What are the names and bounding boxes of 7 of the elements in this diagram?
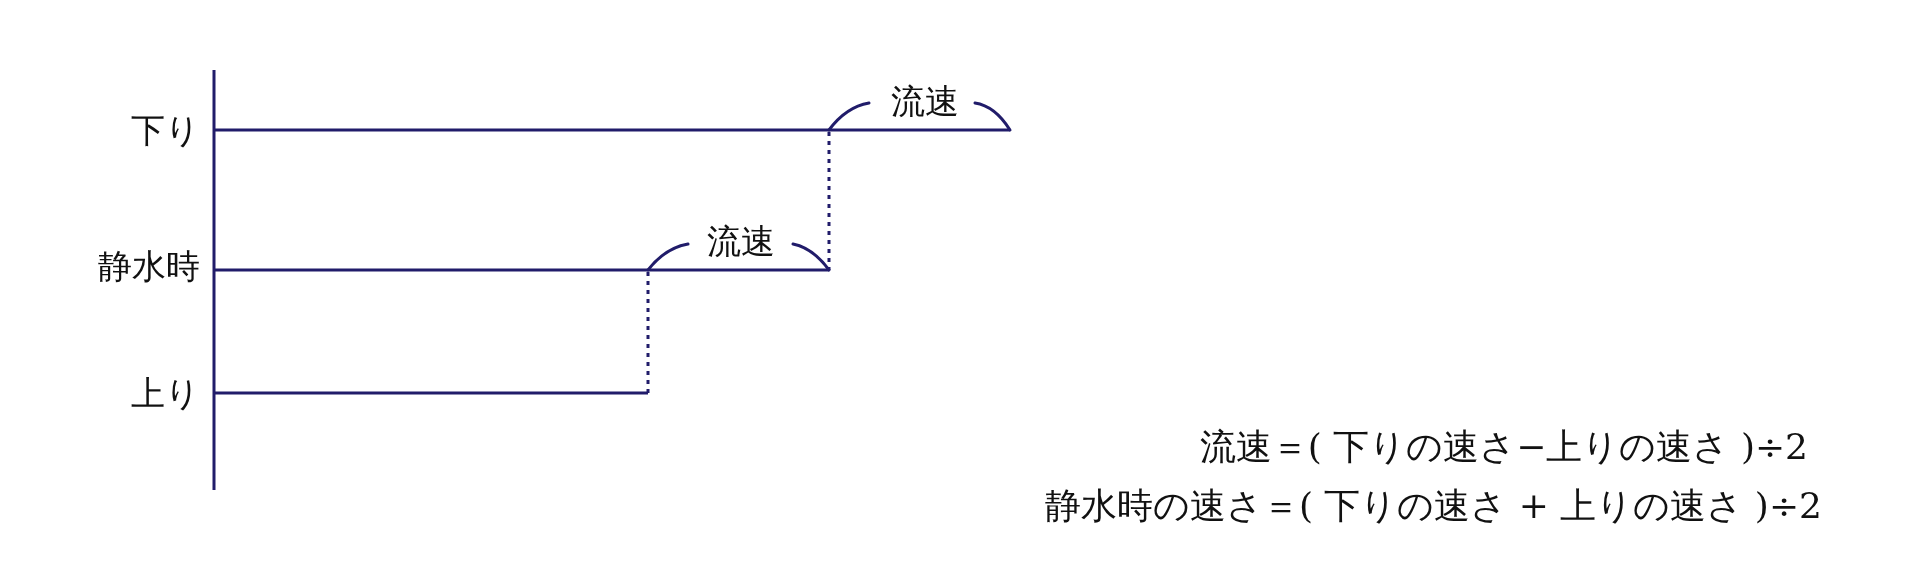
brace-label: 流速 [707,224,775,258]
brace-label: 流速 [891,84,959,118]
row-label: 上り [131,376,200,410]
formula: 流速＝( 下りの速さ−上りの速さ )÷2 [1199,429,1808,465]
row-label: 下り [131,113,200,147]
formula: 静水時の速さ＝( 下りの速さ + 上りの速さ )÷2 [1044,488,1822,524]
row-label: 静水時 [98,249,200,283]
